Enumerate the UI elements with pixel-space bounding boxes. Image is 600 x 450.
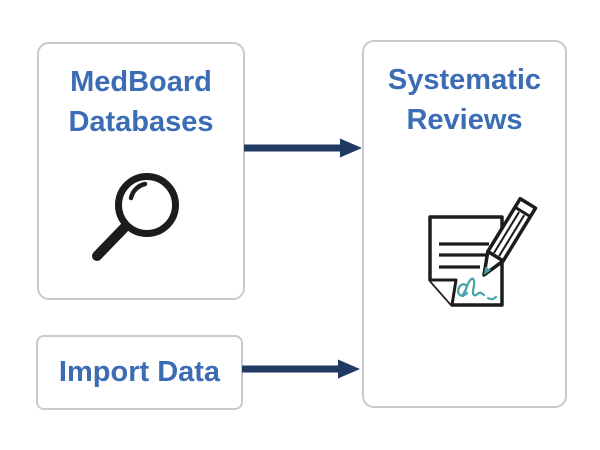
- node-label: Import Data: [58, 356, 221, 388]
- node-label-line2: Databases: [68, 106, 214, 138]
- arrow-medboard-to-systematic: [244, 136, 362, 160]
- node-label: MedBoard Databases: [39, 62, 243, 142]
- arrow-import-to-systematic: [242, 357, 360, 381]
- node-label-line1: MedBoard: [70, 66, 212, 98]
- node-medboard-databases: MedBoard Databases: [37, 42, 245, 300]
- node-label: Systematic Reviews: [364, 60, 565, 140]
- node-label-line1: Systematic: [387, 64, 542, 96]
- node-import-data: Import Data: [36, 335, 243, 410]
- magnifier-icon: [87, 160, 207, 272]
- document-pencil-icon: [412, 187, 572, 322]
- node-systematic-reviews: Systematic Reviews: [362, 40, 567, 408]
- node-label-line2: Reviews: [406, 104, 523, 136]
